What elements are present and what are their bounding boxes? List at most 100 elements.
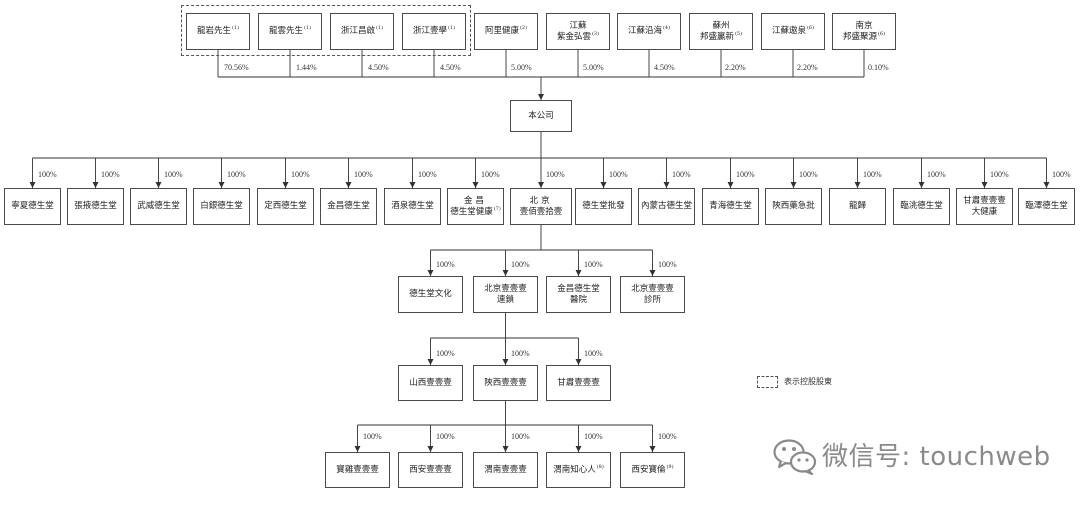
subsidiary-name: 張掖德生堂	[74, 201, 117, 211]
subsidiary-name: 德生堂文化	[409, 289, 452, 299]
shareholding-percentage: 0.10%	[868, 63, 889, 72]
ownership-percentage: 100%	[609, 170, 628, 179]
shareholder-name: 浙江壹學	[412, 26, 447, 36]
shareholder-name-line: 邦盛聚源	[842, 31, 877, 42]
subsidiary-name-line: 金昌德生堂	[557, 283, 600, 294]
ownership-percentage: 100%	[164, 170, 183, 179]
subsidiary-connectors	[29, 132, 1050, 188]
subsidiary-name: 武威德生堂	[137, 201, 180, 211]
ownership-percentage: 100%	[658, 260, 677, 269]
subsidiary-box: 北京壹壹壹 診所	[620, 276, 685, 313]
subsidiary-name-line: 連鎖	[496, 294, 514, 305]
subsidiary-name: 金昌德生堂	[327, 201, 370, 211]
subsidiary-box: 酒泉德生堂	[384, 188, 441, 225]
subsidiary-name: 龍歸	[848, 201, 866, 211]
subsidiary-box: 金昌 德生堂健康(7)	[447, 188, 504, 225]
subsidiary-name-line: 北京壹壹壹	[484, 283, 527, 294]
footnote-marker: (1)	[231, 25, 240, 31]
shareholder-name-line: 蘇州	[712, 20, 730, 31]
subsidiary-box: 內蒙古德生堂	[638, 188, 695, 225]
shareholder-box: 浙江壹學(1)	[402, 13, 466, 50]
subsidiary-name: 白銀德生堂	[200, 201, 243, 211]
ownership-percentage: 100%	[436, 349, 455, 358]
subsidiary-box: 臨澤德生堂	[1018, 188, 1075, 225]
footnote-marker: (4)	[662, 25, 671, 31]
subsidiary-name: 寶雞壹壹壹	[336, 464, 379, 475]
shareholding-percentage: 4.50%	[368, 63, 389, 72]
subsidiary-name: 山西壹壹壹	[409, 377, 452, 388]
footnote-marker: (9)	[666, 463, 674, 470]
ownership-percentage: 100%	[736, 170, 755, 179]
ownership-percentage: 100%	[799, 170, 818, 179]
footnote-marker: (7)	[493, 205, 501, 212]
subsidiary-name: 酒泉德生堂	[391, 201, 434, 211]
subsidiary-box: 山西壹壹壹	[398, 365, 463, 401]
subsidiary-name: 西安寶倫	[631, 464, 666, 475]
shareholder-box: 龍雲先生(1)	[258, 13, 322, 50]
footnote-marker: (5)	[734, 30, 743, 37]
ownership-percentage: 100%	[354, 170, 373, 179]
shareholder-box: 阿里健康(2)	[474, 13, 538, 50]
subsidiary-name-line: 壹佰壹拾壹	[519, 206, 563, 217]
shareholding-percentage: 2.20%	[797, 63, 818, 72]
subsidiary-name: 渭南壹壹壹	[484, 464, 527, 475]
shareholder-name: 阿里健康	[484, 26, 519, 36]
footnote-marker: (3)	[591, 30, 600, 37]
shaanxi-connectors	[354, 401, 656, 452]
subsidiary-name: 渭南知心人	[553, 464, 596, 475]
subsidiary-box: 定西德生堂	[257, 188, 314, 225]
subsidiary-name-line: 德生堂健康	[450, 206, 493, 217]
subsidiary-name: 陝西壹壹壹	[484, 377, 527, 388]
shareholding-percentage: 70.56%	[224, 63, 249, 72]
subsidiary-name: 西安壹壹壹	[409, 464, 452, 475]
shareholding-percentage: 2.20%	[725, 63, 746, 72]
legend-label: 表示控股股東	[784, 377, 832, 386]
ownership-percentage: 100%	[101, 170, 120, 179]
controlling-shareholder-legend-swatch	[757, 376, 778, 388]
shareholder-name-line: 紫金弘雲	[556, 31, 591, 42]
shareholder-box: 江蘇遨泉(6)	[761, 13, 825, 50]
wechat-icon	[773, 439, 817, 476]
watermark-text: 微信号: touchweb	[822, 442, 1051, 472]
shareholder-name: 江蘇沿海	[627, 26, 662, 36]
subsidiary-box: 德生堂批發	[575, 188, 632, 225]
shareholding-percentage: 1.44%	[296, 63, 317, 72]
subsidiary-name: 內蒙古德生堂	[640, 201, 692, 211]
company-box: 本公司	[510, 100, 572, 132]
shareholding-percentage: 4.50%	[440, 63, 461, 72]
ownership-percentage: 100%	[584, 432, 603, 441]
shareholder-box: 南京 邦盛聚源(6)	[832, 13, 896, 50]
subsidiary-box: 寶雞壹壹壹	[325, 452, 390, 488]
ownership-percentage: 100%	[990, 170, 1009, 179]
subsidiary-name: 寧夏德生堂	[11, 201, 54, 211]
shareholder-name: 浙江昌啟	[340, 26, 375, 36]
subsidiary-box: 臨洮德生堂	[893, 188, 950, 225]
subsidiary-name-line: 北京壹壹壹	[631, 283, 674, 294]
subsidiary-name-line: 北京	[529, 195, 553, 206]
shareholder-name-line: 南京	[855, 20, 873, 31]
ownership-percentage: 100%	[584, 349, 603, 358]
ownership-percentage: 100%	[436, 432, 455, 441]
footnote-marker: (1)	[447, 25, 456, 31]
subsidiary-box: 德生堂文化	[398, 276, 463, 313]
subsidiary-box: 渭南知心人(8)	[546, 452, 611, 488]
shareholding-percentage: 5.00%	[511, 63, 532, 72]
subsidiary-box: 陝西藥急批	[765, 188, 822, 225]
chain-connectors	[427, 313, 582, 365]
shareholder-box: 浙江昌啟(1)	[330, 13, 394, 50]
subsidiary-box: 武威德生堂	[130, 188, 187, 225]
shareholder-name-line: 邦盛贏新	[699, 31, 734, 42]
footnote-marker: (8)	[596, 463, 604, 470]
subsidiary-box: 陝西壹壹壹	[473, 365, 538, 401]
subsidiary-box: 張掖德生堂	[67, 188, 124, 225]
ownership-percentage: 100%	[363, 432, 382, 441]
subsidiary-box: 西安壹壹壹	[398, 452, 463, 488]
shareholder-box: 江蘇沿海(4)	[617, 13, 681, 50]
ownership-percentage: 100%	[672, 170, 691, 179]
subsidiary-box: 北京壹壹壹 連鎖	[473, 276, 538, 313]
subsidiary-name-line: 金昌	[463, 195, 487, 206]
subsidiary-name: 定西德生堂	[264, 201, 307, 211]
ownership-percentage: 100%	[546, 170, 565, 179]
subsidiary-box: 龍歸	[829, 188, 886, 225]
ownership-percentage: 100%	[436, 260, 455, 269]
